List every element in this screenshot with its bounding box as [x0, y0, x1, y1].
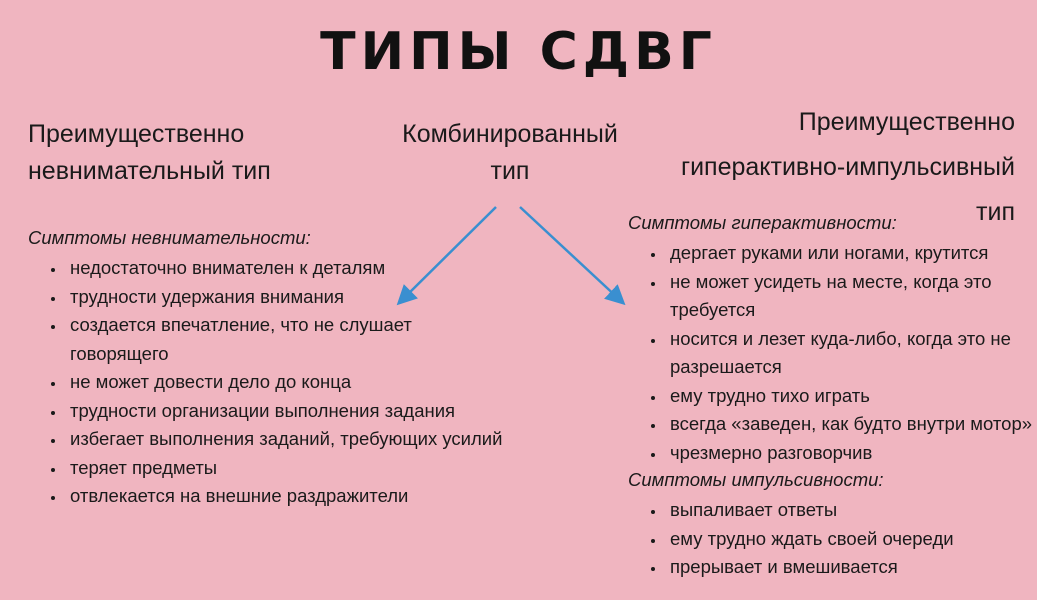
- inattentive-heading-line-2: невнимательный тип: [28, 157, 271, 185]
- hyperactive-heading-line-1: Преимущественно: [798, 108, 1015, 136]
- list-item: ему трудно ждать своей очереди: [666, 525, 1037, 554]
- list-item: трудности организации выполнения задания: [66, 397, 506, 426]
- list-item: всегда «заведен, как будто внутри мотор»: [666, 410, 1037, 439]
- list-item: ему трудно тихо играть: [666, 382, 1037, 411]
- list-item: недостаточно внимателен к деталям: [66, 254, 506, 283]
- hyperactive-heading-line-2: гиперактивно-импульсивный: [680, 153, 1015, 181]
- inattention-symptoms-label: Симптомы невнимательности:: [28, 227, 311, 248]
- inattentive-type-heading: Преимущественно невнимательный тип: [28, 116, 348, 190]
- inattention-symptoms-list: недостаточно внимателен к деталям трудно…: [28, 254, 506, 511]
- list-item: отвлекается на внешние раздражители: [66, 482, 506, 511]
- list-item: выпаливает ответы: [666, 496, 1037, 525]
- arrow-to-hyperactive: [519, 206, 626, 306]
- list-item: теряет предметы: [66, 454, 506, 483]
- impulsivity-symptoms-label: Симптомы импульсивности:: [628, 469, 884, 490]
- combined-heading-line-2: тип: [490, 157, 530, 185]
- list-item: трудности удержания внимания: [66, 283, 506, 312]
- list-item: дергает руками или ногами, крутится: [666, 239, 1037, 268]
- hyperactivity-symptoms-label: Симптомы гиперактивности:: [628, 212, 897, 233]
- hyperactivity-symptoms-list: дергает руками или ногами, крутится не м…: [628, 239, 1037, 467]
- list-item: не может довести дело до конца: [66, 368, 506, 397]
- page-title: ТИПЫ СДВГ: [320, 22, 717, 82]
- list-item: избегает выполнения заданий, требующих у…: [66, 425, 506, 454]
- list-item: создается впечатление, что не слушает го…: [66, 311, 506, 368]
- combined-type-heading: Комбинированный тип: [385, 116, 635, 190]
- arrow-to-inattentive: [396, 206, 497, 306]
- list-item: чрезмерно разговорчив: [666, 439, 1037, 468]
- list-item: носится и лезет куда-либо, когда это не …: [666, 325, 1037, 382]
- hyperactive-type-heading: Преимущественно гиперактивно-импульсивны…: [620, 100, 1015, 235]
- hyperactive-heading-line-3: тип: [976, 198, 1015, 226]
- inattentive-heading-line-1: Преимущественно: [28, 120, 245, 148]
- list-item: не может усидеть на месте, когда это тре…: [666, 268, 1037, 325]
- combined-heading-line-1: Комбинированный: [402, 120, 618, 148]
- impulsivity-symptoms-list: выпаливает ответы ему трудно ждать своей…: [628, 496, 1037, 582]
- list-item: прерывает и вмешивается: [666, 553, 1037, 582]
